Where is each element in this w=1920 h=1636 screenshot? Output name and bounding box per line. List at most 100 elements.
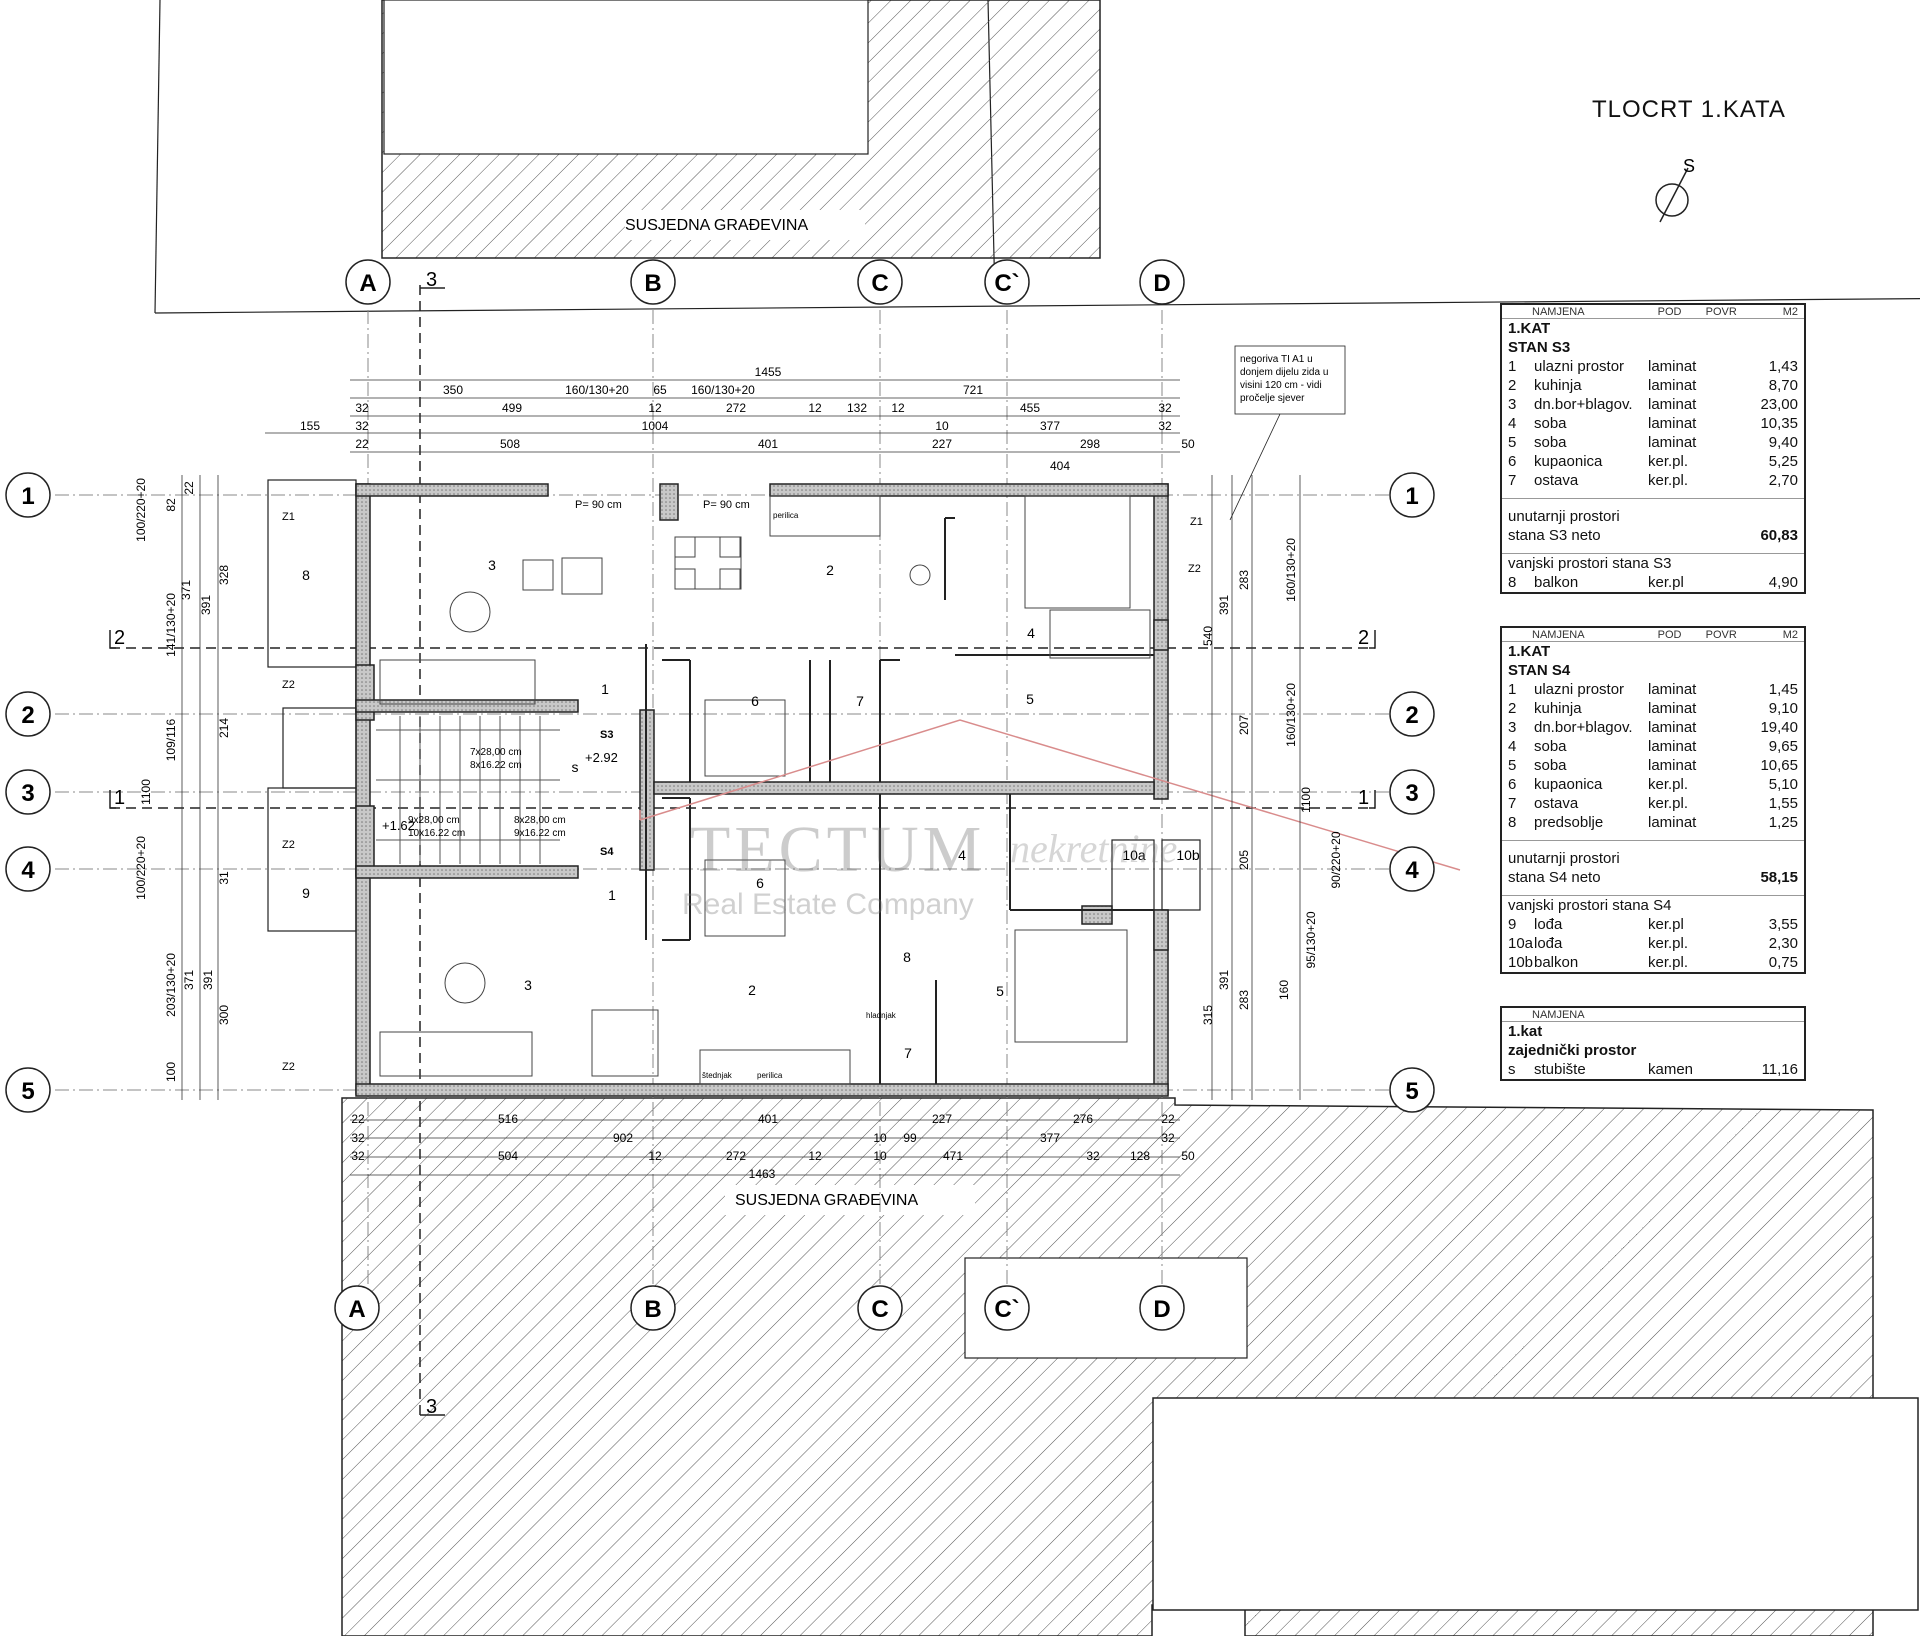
grid-label-C-top: C bbox=[871, 270, 888, 297]
north-arrow-icon bbox=[1655, 167, 1689, 223]
room-s4-6: 6 bbox=[756, 875, 764, 891]
hladnjak-label: hladnjak bbox=[866, 1011, 897, 1020]
dim-top3-4: 12 bbox=[808, 401, 822, 415]
dim-bot1-0: 22 bbox=[351, 1112, 365, 1126]
dim-bot3-7: 32 bbox=[1086, 1149, 1100, 1163]
legend-header-namjena: NAMJENA bbox=[1532, 1009, 1585, 1021]
dim-top5-1: 508 bbox=[500, 437, 520, 451]
dim-right-7: 540 bbox=[1201, 626, 1215, 646]
grid-bubbles bbox=[5, 259, 1435, 1331]
dim-top2-1: 160/130+20 bbox=[565, 383, 629, 397]
z2-label-1: Z2 bbox=[282, 679, 295, 691]
dim-bot3-2: 12 bbox=[648, 1149, 662, 1163]
furniture bbox=[379, 495, 1151, 1085]
dim-top3-3: 272 bbox=[726, 401, 746, 415]
dim-top5-5: 50 bbox=[1181, 437, 1195, 451]
dim-right-3: 283 bbox=[1237, 570, 1251, 590]
legend-header: NAMJENA bbox=[1502, 1008, 1804, 1022]
stair-label-2: 8x16.22 cm bbox=[470, 760, 522, 771]
dim-right-25: 95/130+20 bbox=[1304, 911, 1318, 968]
room-s4-10a: 10a bbox=[1122, 847, 1146, 863]
grid-label-3-right: 3 bbox=[1405, 780, 1418, 807]
dim-bot2-5: 32 bbox=[1161, 1131, 1175, 1145]
legend-s3-title-2: STAN S3 bbox=[1508, 339, 1571, 356]
dim-right-20: 90/220+20 bbox=[1329, 831, 1343, 888]
dim-top-total: 1455 bbox=[755, 365, 782, 379]
dim-bot3-6: 471 bbox=[943, 1149, 963, 1163]
legend-header-povr: POVR bbox=[1705, 306, 1737, 318]
dim-top2-2: 65 bbox=[653, 383, 667, 397]
dim-top5-4: 298 bbox=[1080, 437, 1100, 451]
walls bbox=[355, 483, 1169, 1097]
note-line-2: donjem dijelu zida u bbox=[1240, 367, 1328, 378]
dim-top4-0: 155 bbox=[300, 419, 320, 433]
room-s3-8: 8 bbox=[302, 567, 310, 583]
room-s3-1: 1 bbox=[601, 681, 609, 697]
watermark-brand-2: nekretnine bbox=[1010, 826, 1178, 871]
dim-right-26: 391 bbox=[1217, 970, 1231, 990]
watermark-subtitle: Real Estate Company bbox=[682, 888, 974, 921]
legend-s3-net-1: unutarnji prostori bbox=[1508, 508, 1620, 525]
section-label-3-top: 3 bbox=[426, 269, 437, 291]
legend-header-m2: M2 bbox=[1782, 629, 1798, 641]
stair-label-4: 10x16.22 cm bbox=[408, 828, 465, 839]
section-label-3-bottom: 3 bbox=[426, 1396, 437, 1418]
dim-left-18: 100/220+20 bbox=[134, 836, 148, 900]
z2-label-2: Z2 bbox=[282, 839, 295, 851]
dim-right-9: 207 bbox=[1237, 715, 1251, 735]
partitions bbox=[645, 517, 1154, 1084]
grid-label-2-left: 2 bbox=[21, 702, 34, 729]
perilica-label-1: perilica bbox=[773, 511, 799, 520]
dim-left-5: 391 bbox=[199, 595, 213, 615]
room-s4-9: 9 bbox=[302, 885, 310, 901]
grid-label-A-bottom: A bbox=[348, 1296, 365, 1323]
room-s3-7: 7 bbox=[856, 693, 864, 709]
dim-bot3-1: 504 bbox=[498, 1149, 518, 1163]
section-label-1-left: 1 bbox=[114, 787, 125, 809]
room-s3-6: 6 bbox=[751, 693, 759, 709]
grid-label-B-top: B bbox=[644, 270, 661, 297]
grid-label-3-left: 3 bbox=[21, 780, 34, 807]
neighbor-label-top: SUSJEDNA GRAĐEVINA bbox=[625, 217, 808, 234]
grid-label-5-right: 5 bbox=[1405, 1078, 1418, 1105]
s4-label: S4 bbox=[600, 846, 614, 858]
dim-left-6: 141/130+20 bbox=[164, 593, 178, 657]
dim-right-5: 160/130+20 bbox=[1284, 538, 1298, 602]
dim-left-10: 214 bbox=[217, 718, 231, 738]
dim-left-3: 328 bbox=[217, 565, 231, 585]
note-line-3: visini 120 cm - vidi bbox=[1240, 380, 1322, 391]
watermark-brand: TECTUM bbox=[690, 813, 986, 886]
stair-label-1: 7x28,00 cm bbox=[470, 747, 522, 758]
section-marks bbox=[109, 287, 1376, 1416]
room-s4-2: 2 bbox=[748, 982, 756, 998]
legend-s4-ext-title: vanjski prostori stana S4 bbox=[1508, 897, 1672, 914]
dim-bot3-4: 12 bbox=[808, 1149, 822, 1163]
grid-label-4-right: 4 bbox=[1405, 857, 1419, 884]
stednjak-label: štednjak bbox=[702, 1071, 733, 1080]
dim-bot2-3: 99 bbox=[903, 1131, 917, 1145]
room-s4-5: 5 bbox=[996, 983, 1004, 999]
dim-top3-6: 12 bbox=[891, 401, 905, 415]
dim-bot4: 1463 bbox=[749, 1167, 776, 1181]
dim-right-15: 1100 bbox=[1299, 787, 1313, 813]
dim-left-8: 109/116 bbox=[164, 718, 178, 761]
dim-top2-0: 350 bbox=[443, 383, 463, 397]
grid-label-D-bottom: D bbox=[1153, 1296, 1170, 1323]
dim-top3-5: 132 bbox=[847, 401, 867, 415]
dim-left-20: 371 bbox=[182, 970, 196, 990]
grid-label-2-right: 2 bbox=[1405, 702, 1418, 729]
legend-header-namjena: NAMJENA bbox=[1532, 306, 1585, 318]
legend-common-title-1: 1.kat bbox=[1508, 1023, 1543, 1040]
